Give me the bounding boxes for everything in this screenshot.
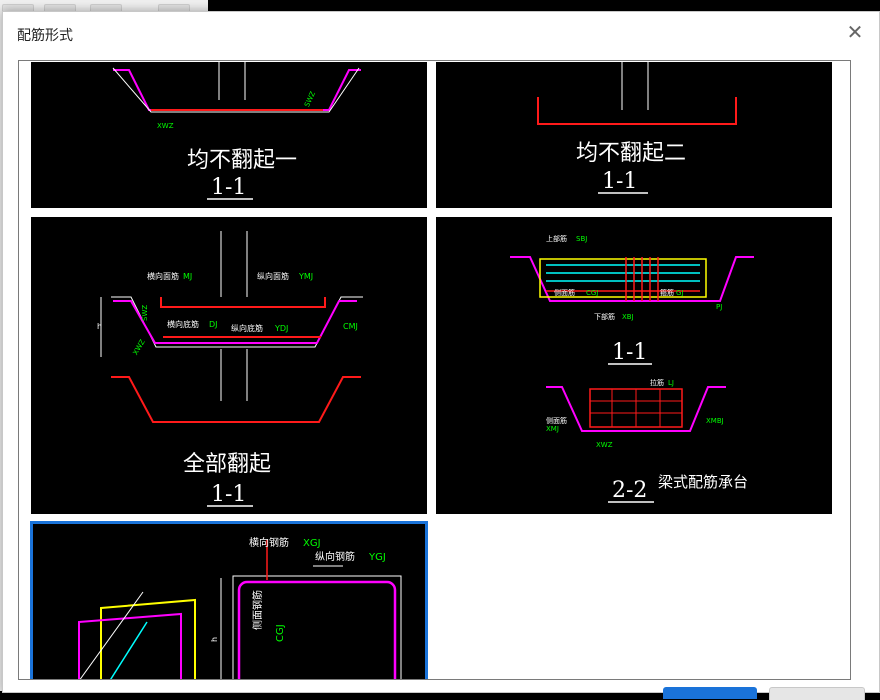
label-top-bar: 上部筋: [546, 234, 567, 243]
section-label-2: 2-2: [612, 478, 647, 503]
option-tile-block[interactable]: h 横向钢筋 XGJ 纵向钢筋 YGJ 侧面钢筋 CGJ: [30, 521, 428, 679]
label-cgj: CGJ: [586, 289, 598, 297]
label-xmbj: XMBJ: [706, 417, 724, 425]
label-side-bar-2: 侧面筋: [546, 416, 567, 425]
diagram-block: h 横向钢筋 XGJ 纵向钢筋 YGJ 侧面钢筋 CGJ: [78, 536, 402, 679]
diagram-no-bend-1: XWZ SWZ 均不翻起一 1-1: [112, 62, 361, 200]
label-cmj: CMJ: [343, 322, 358, 331]
label-swz: SWZ: [303, 90, 317, 108]
reinforcement-options-list: XWZ SWZ 均不翻起一 1-1 均不翻起二 1-1: [18, 60, 851, 680]
option-tile-no-bend-1[interactable]: XWZ SWZ 均不翻起一 1-1: [31, 62, 427, 208]
label-ydj: YDJ: [274, 324, 288, 333]
label-h: h: [97, 322, 102, 331]
label-bottom-transverse: 横向底筋: [167, 319, 199, 329]
label-top-longitudinal: 纵向面筋: [257, 271, 289, 281]
label-lj: LJ: [668, 379, 674, 387]
label-bottom-bar: 下部筋: [594, 312, 615, 321]
section-label: 1-1: [211, 482, 246, 507]
option-tile-all-bend[interactable]: 横向面筋 MJ 纵向面筋 YMJ 横向底筋 DJ 纵向底筋 YDJ CMJ h …: [31, 217, 427, 514]
reinforcement-form-dialog: 配筋形式 ✕ XWZ SWZ 均不翻起一 1-1: [2, 11, 880, 700]
section-label: 1-1: [211, 175, 246, 200]
section-label: 1-1: [602, 169, 637, 194]
label-pj: PJ: [716, 303, 722, 311]
label-xgj: XGJ: [303, 538, 321, 549]
label-gj: GJ: [676, 289, 684, 297]
section-label: 1-1: [612, 340, 647, 365]
ok-button[interactable]: [663, 687, 757, 699]
label-side-bar: 侧面钢筋: [251, 590, 264, 630]
tile-caption: 均不翻起一: [187, 148, 297, 173]
label-stirrup: 箍筋: [660, 288, 674, 297]
label-bottom-longitudinal: 纵向底筋: [231, 323, 263, 333]
label-ymj: YMJ: [298, 272, 313, 281]
label-transverse-bar: 横向钢筋: [249, 536, 289, 549]
label-dj: DJ: [209, 320, 218, 329]
label-xwz: XWZ: [132, 338, 147, 356]
label-cgj: CGJ: [275, 624, 286, 642]
vertical-scrollbar[interactable]: ▲ ▼: [850, 61, 851, 679]
close-icon[interactable]: ✕: [846, 20, 864, 44]
option-tile-beam-cap[interactable]: 上部筋 SBJ 侧面筋 CGJ 箍筋 GJ 下部筋 XBJ PJ 1-1 拉筋: [436, 217, 832, 514]
label-longitudinal-bar: 纵向钢筋: [315, 550, 355, 563]
label-top-transverse: 横向面筋: [147, 271, 179, 281]
tile-caption: 均不翻起二: [576, 141, 686, 166]
tile-caption: 梁式配筋承台: [658, 473, 748, 491]
label-sbj: SBJ: [576, 235, 587, 243]
diagram-all-bend: 横向面筋 MJ 纵向面筋 YMJ 横向底筋 DJ 纵向底筋 YDJ CMJ h …: [97, 231, 363, 507]
label-xmj: XMJ: [546, 425, 559, 433]
label-xbj: XBJ: [622, 313, 634, 321]
label-xwz: XWZ: [596, 441, 613, 449]
label-ygj: YGJ: [368, 552, 386, 563]
label-tie: 拉筋: [650, 378, 664, 387]
label-h: h: [210, 637, 219, 642]
dialog-title: 配筋形式: [17, 28, 73, 44]
tile-caption: 全部翻起: [183, 452, 271, 477]
label-xwz: XWZ: [157, 122, 174, 130]
option-tile-no-bend-2[interactable]: 均不翻起二 1-1: [436, 62, 832, 208]
label-mj: MJ: [183, 272, 192, 281]
label-swz: SWZ: [141, 305, 149, 321]
diagram-no-bend-2: 均不翻起二 1-1: [537, 62, 737, 194]
diagram-beam-cap: 上部筋 SBJ 侧面筋 CGJ 箍筋 GJ 下部筋 XBJ PJ 1-1 拉筋: [510, 234, 754, 503]
cancel-button[interactable]: [769, 687, 865, 700]
label-side-bar: 侧面筋: [554, 288, 575, 297]
